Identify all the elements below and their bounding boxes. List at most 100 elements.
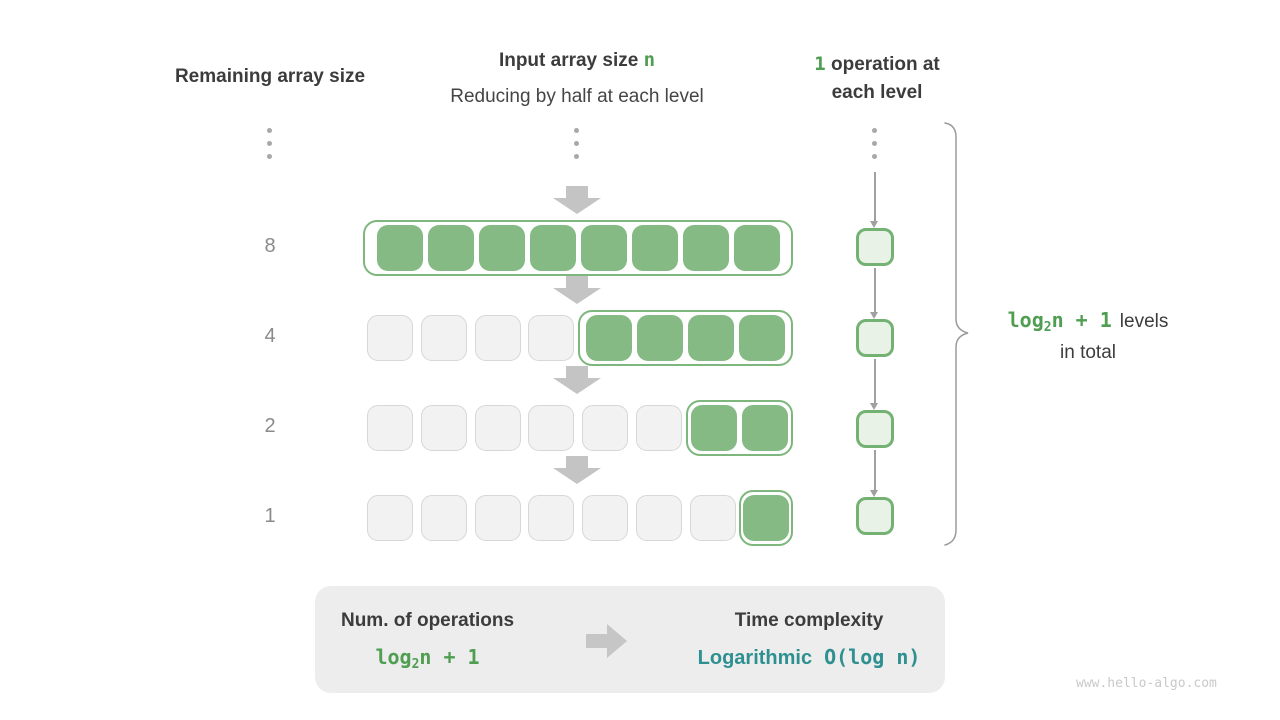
row-label: 8	[264, 235, 276, 257]
ellipsis-middle	[574, 128, 579, 159]
levels-annotation-line1: log2n + 1 levels	[983, 306, 1193, 338]
header-one-operation-line1: 1 operation at	[777, 50, 977, 79]
active-cell	[742, 405, 788, 451]
excluded-cell	[528, 495, 574, 541]
array-row	[363, 220, 793, 276]
excluded-cell	[421, 495, 467, 541]
active-subarray	[363, 220, 793, 276]
excluded-cell	[475, 495, 521, 541]
operations-summary: Num. of operations log2n + 1	[315, 610, 540, 672]
levels-brace	[944, 122, 969, 546]
down-arrow-icon	[553, 186, 601, 214]
array-row	[363, 310, 793, 366]
down-arrow-icon	[553, 366, 601, 394]
connector-arrowhead-icon	[870, 490, 878, 497]
summary-box: Num. of operations log2n + 1 Time comple…	[315, 586, 945, 693]
header-one-operation: 1 operation at each level	[777, 50, 977, 107]
header-one-operation-line2: each level	[831, 82, 923, 103]
levels-annotation: log2n + 1 levels in total	[983, 306, 1193, 367]
complexity-notation: O(log n)	[824, 644, 921, 669]
down-arrow-icon	[553, 456, 601, 484]
in-total-text: in total	[1060, 342, 1116, 363]
ellipsis-left	[267, 128, 272, 159]
dot	[267, 128, 272, 133]
complexity-type: Logarithmic	[697, 646, 813, 669]
excluded-cell	[582, 405, 628, 451]
array-row	[363, 490, 793, 546]
active-cell	[733, 225, 780, 271]
active-cell	[427, 225, 474, 271]
operation-square	[856, 319, 894, 357]
connector-line	[874, 450, 876, 490]
header-input-array-size-line1: Input array size n	[396, 46, 758, 75]
dot	[872, 128, 877, 133]
complexity-title: Time complexity	[734, 609, 884, 631]
down-arrow-icon	[553, 276, 601, 304]
excluded-cell	[367, 405, 413, 451]
connector-arrowhead-icon	[870, 312, 878, 319]
excluded-cell	[582, 495, 628, 541]
active-cell	[580, 225, 627, 271]
active-cell	[376, 225, 423, 271]
dot	[574, 128, 579, 133]
row-label: 4	[264, 325, 276, 347]
row-label: 2	[264, 415, 276, 437]
active-cell	[478, 225, 525, 271]
excluded-cell	[421, 405, 467, 451]
excluded-cell	[636, 405, 682, 451]
active-subarray	[739, 490, 793, 546]
operations-formula: log2n + 1	[375, 645, 480, 672]
active-cell	[631, 225, 678, 271]
operation-square	[856, 497, 894, 535]
implies-arrow-icon	[586, 623, 628, 658]
active-cell	[529, 225, 576, 271]
connector-line	[874, 359, 876, 403]
active-cell	[682, 225, 729, 271]
complexity-value: Logarithmic O(log n)	[673, 645, 945, 670]
dot	[267, 154, 272, 159]
complexity-summary: Time complexity Logarithmic O(log n)	[673, 610, 945, 670]
active-cell	[691, 405, 737, 451]
variable-n: n	[643, 49, 656, 71]
header-input-array-size-text: Input array size	[498, 50, 644, 71]
log2n-plus-1-code: log2n + 1	[1007, 308, 1112, 335]
dot	[872, 154, 877, 159]
operation-square	[856, 410, 894, 448]
operation-square	[856, 228, 894, 266]
header-one-operation-text: operation at	[825, 54, 940, 75]
excluded-cell	[367, 315, 413, 361]
header-remaining-array-size: Remaining array size	[174, 66, 366, 87]
active-subarray	[686, 400, 793, 456]
ellipsis-right	[872, 128, 877, 159]
operations-title: Num. of operations	[340, 610, 515, 631]
connector-line	[874, 268, 876, 312]
array-row	[363, 400, 793, 456]
active-cell	[637, 315, 683, 361]
excluded-cell	[475, 405, 521, 451]
excluded-cell	[636, 495, 682, 541]
header-reducing-subtitle: Reducing by half at each level	[450, 86, 704, 107]
excluded-cell	[528, 405, 574, 451]
dot	[574, 154, 579, 159]
excluded-cell	[367, 495, 413, 541]
connector-line	[874, 172, 876, 221]
header-input-array-size: Input array size n Reducing by half at e…	[396, 46, 758, 111]
active-cell	[586, 315, 632, 361]
watermark: www.hello-algo.com	[1076, 676, 1217, 691]
excluded-cell	[690, 495, 736, 541]
connector-arrowhead-icon	[870, 403, 878, 410]
active-cell	[743, 495, 789, 541]
excluded-cell	[528, 315, 574, 361]
dot	[872, 141, 877, 146]
active-subarray	[578, 310, 793, 366]
row-label: 1	[264, 505, 276, 527]
excluded-cell	[421, 315, 467, 361]
active-cell	[688, 315, 734, 361]
levels-text: levels	[1119, 311, 1169, 332]
connector-arrowhead-icon	[870, 221, 878, 228]
operation-count: 1	[814, 53, 826, 75]
dot	[574, 141, 579, 146]
excluded-cell	[475, 315, 521, 361]
active-cell	[739, 315, 785, 361]
